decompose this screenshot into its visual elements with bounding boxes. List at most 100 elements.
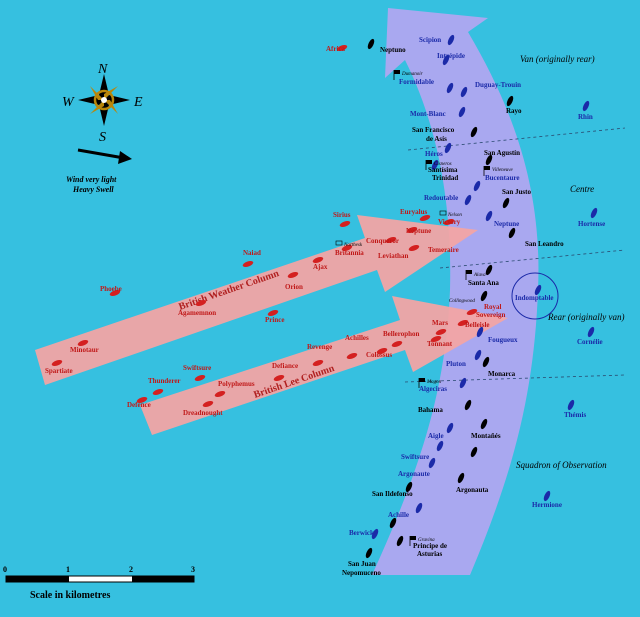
ship-labels: Africa Neptuno Scipion Intrépide Formida…	[45, 36, 605, 577]
ship-label-sanjuan2: Nepomuceno	[342, 569, 381, 577]
flag-icon	[409, 536, 416, 546]
flag-icon	[465, 270, 472, 280]
flag-icon	[425, 160, 432, 170]
british-ship	[273, 374, 285, 382]
ship-label-victory: Victory	[438, 218, 461, 226]
french-ship	[587, 326, 595, 338]
centre-label: Centre	[570, 184, 594, 194]
ship-label-sanleandro: San Leandro	[525, 240, 564, 248]
french-ship	[473, 180, 481, 192]
admiral-label-northesk: Northesk	[343, 243, 363, 248]
spanish-ship	[464, 399, 472, 411]
ship-label-heros: Héros	[425, 150, 443, 158]
british-ship	[136, 396, 148, 404]
admiral-label-alava: Alava	[473, 273, 486, 278]
spanish-ship	[480, 290, 488, 302]
ship-label-santisima1: Santísima	[428, 166, 458, 174]
scale-tick-2: 2	[129, 565, 133, 574]
ship-label-belleisle: Belleisle	[465, 321, 490, 329]
british-ship	[214, 390, 226, 398]
british-ship	[435, 328, 447, 336]
ship-label-agamemnon: Agamemnon	[178, 309, 216, 317]
british-ship	[408, 244, 420, 252]
spanish-ship	[367, 38, 375, 50]
french-ship	[444, 142, 452, 154]
rear-label: Rear (originally van)	[547, 312, 624, 322]
french-ship	[447, 34, 455, 46]
ship-label-principe1: Principe de	[413, 542, 447, 550]
french-ship	[415, 502, 423, 514]
ship-label-sirius: Sirius	[333, 211, 351, 219]
french-ship	[464, 194, 472, 206]
french-ship	[428, 457, 436, 469]
ship-label-formidable: Formidable	[399, 78, 434, 86]
scale-tick-0: 0	[3, 565, 7, 574]
ship-label-monarca: Monarca	[488, 370, 516, 378]
french-ship	[485, 210, 493, 222]
british-ship	[202, 400, 214, 408]
ship-label-euryalus: Euryalus	[400, 208, 428, 216]
ship-label-redoutable: Redoutable	[424, 194, 458, 202]
british-ship	[287, 271, 299, 279]
spanish-ship	[480, 418, 488, 430]
ship-label-santaana: Santa Ana	[468, 279, 499, 287]
ship-label-colossus: Colossus	[366, 351, 392, 359]
scale-bar: 0 1 2 3 Scale in kilometres	[3, 565, 195, 601]
ship-label-revenge: Revenge	[307, 343, 332, 351]
ship-label-naiad: Naiad	[243, 249, 261, 257]
ship-label-rhin: Rhin	[578, 113, 593, 121]
ship-label-bellerophon: Bellerophon	[383, 330, 420, 338]
flag-markers: Dumanoir Cisneros Villeneuve Northesk Ne…	[335, 70, 514, 546]
lee-column-arrow	[140, 296, 508, 435]
spanish-ship	[457, 472, 465, 484]
british-ship	[376, 347, 388, 355]
ship-label-rayo: Rayo	[506, 107, 522, 115]
british-ship	[339, 220, 351, 228]
allied-fleet-arc	[372, 8, 539, 575]
ship-label-phoebe: Phoebe	[100, 285, 122, 293]
admiral-label-villeneuve: Villeneuve	[492, 168, 514, 173]
ship-label-scipion: Scipion	[419, 36, 441, 44]
ship-label-hortense: Hortense	[578, 220, 605, 228]
ship-label-fougueux: Fougueux	[488, 336, 518, 344]
spanish-ship	[396, 535, 404, 547]
french-ship	[431, 159, 439, 171]
weather-column-arrow	[35, 215, 478, 385]
ship-label-hermione: Hermione	[532, 501, 562, 509]
ship-label-sanildefonso: San Ildefonso	[372, 490, 413, 498]
french-ship	[459, 377, 467, 389]
ship-label-orion: Orion	[285, 283, 303, 291]
admiral-label-magon: Magon	[426, 380, 442, 385]
british-ship	[385, 236, 397, 244]
ship-label-neptune-br: Neptune	[406, 227, 431, 235]
ship-label-temeraire: Temeraire	[428, 246, 459, 254]
ship-label-montanes: Montañés	[471, 432, 501, 440]
ship-label-themis: Thémis	[564, 411, 586, 419]
admiral-label-dumanoir: Dumanoir	[401, 72, 423, 77]
british-ship	[152, 388, 164, 396]
british-ship	[341, 244, 353, 252]
british-ship	[312, 359, 324, 367]
ship-label-minotaur: Minotaur	[70, 346, 99, 354]
ship-label-defence: Defence	[127, 401, 151, 409]
ship-label-santisima2: Trinidad	[432, 174, 458, 182]
scale-tick-1: 1	[66, 565, 70, 574]
ship-label-achille: Achille	[388, 511, 409, 519]
spanish-ship	[485, 264, 493, 276]
french-ship	[436, 440, 444, 452]
ship-label-leviathan: Leviathan	[378, 252, 408, 260]
ship-label-sanjuan1: San Juan	[348, 560, 376, 568]
compass-north: N	[97, 62, 108, 77]
ship-label-montblanc: Mont-Blanc	[410, 110, 446, 118]
scale-tick-3: 3	[191, 565, 195, 574]
ship-label-indomptable: Indomptable	[515, 294, 554, 302]
ship-label-aigle: Aigle	[428, 432, 444, 440]
british-ship	[336, 44, 348, 52]
ship-label-royal2: Sovereign	[476, 311, 506, 319]
ship-label-swiftsure-fr: Swiftsure	[401, 453, 429, 461]
ship-label-ajax: Ajax	[313, 263, 328, 271]
spanish-ship	[470, 126, 478, 138]
ship-label-britannia: Britannia	[335, 249, 364, 257]
ship-label-africa: Africa	[326, 45, 346, 53]
ship-label-tonnant: Tonnant	[427, 340, 453, 348]
